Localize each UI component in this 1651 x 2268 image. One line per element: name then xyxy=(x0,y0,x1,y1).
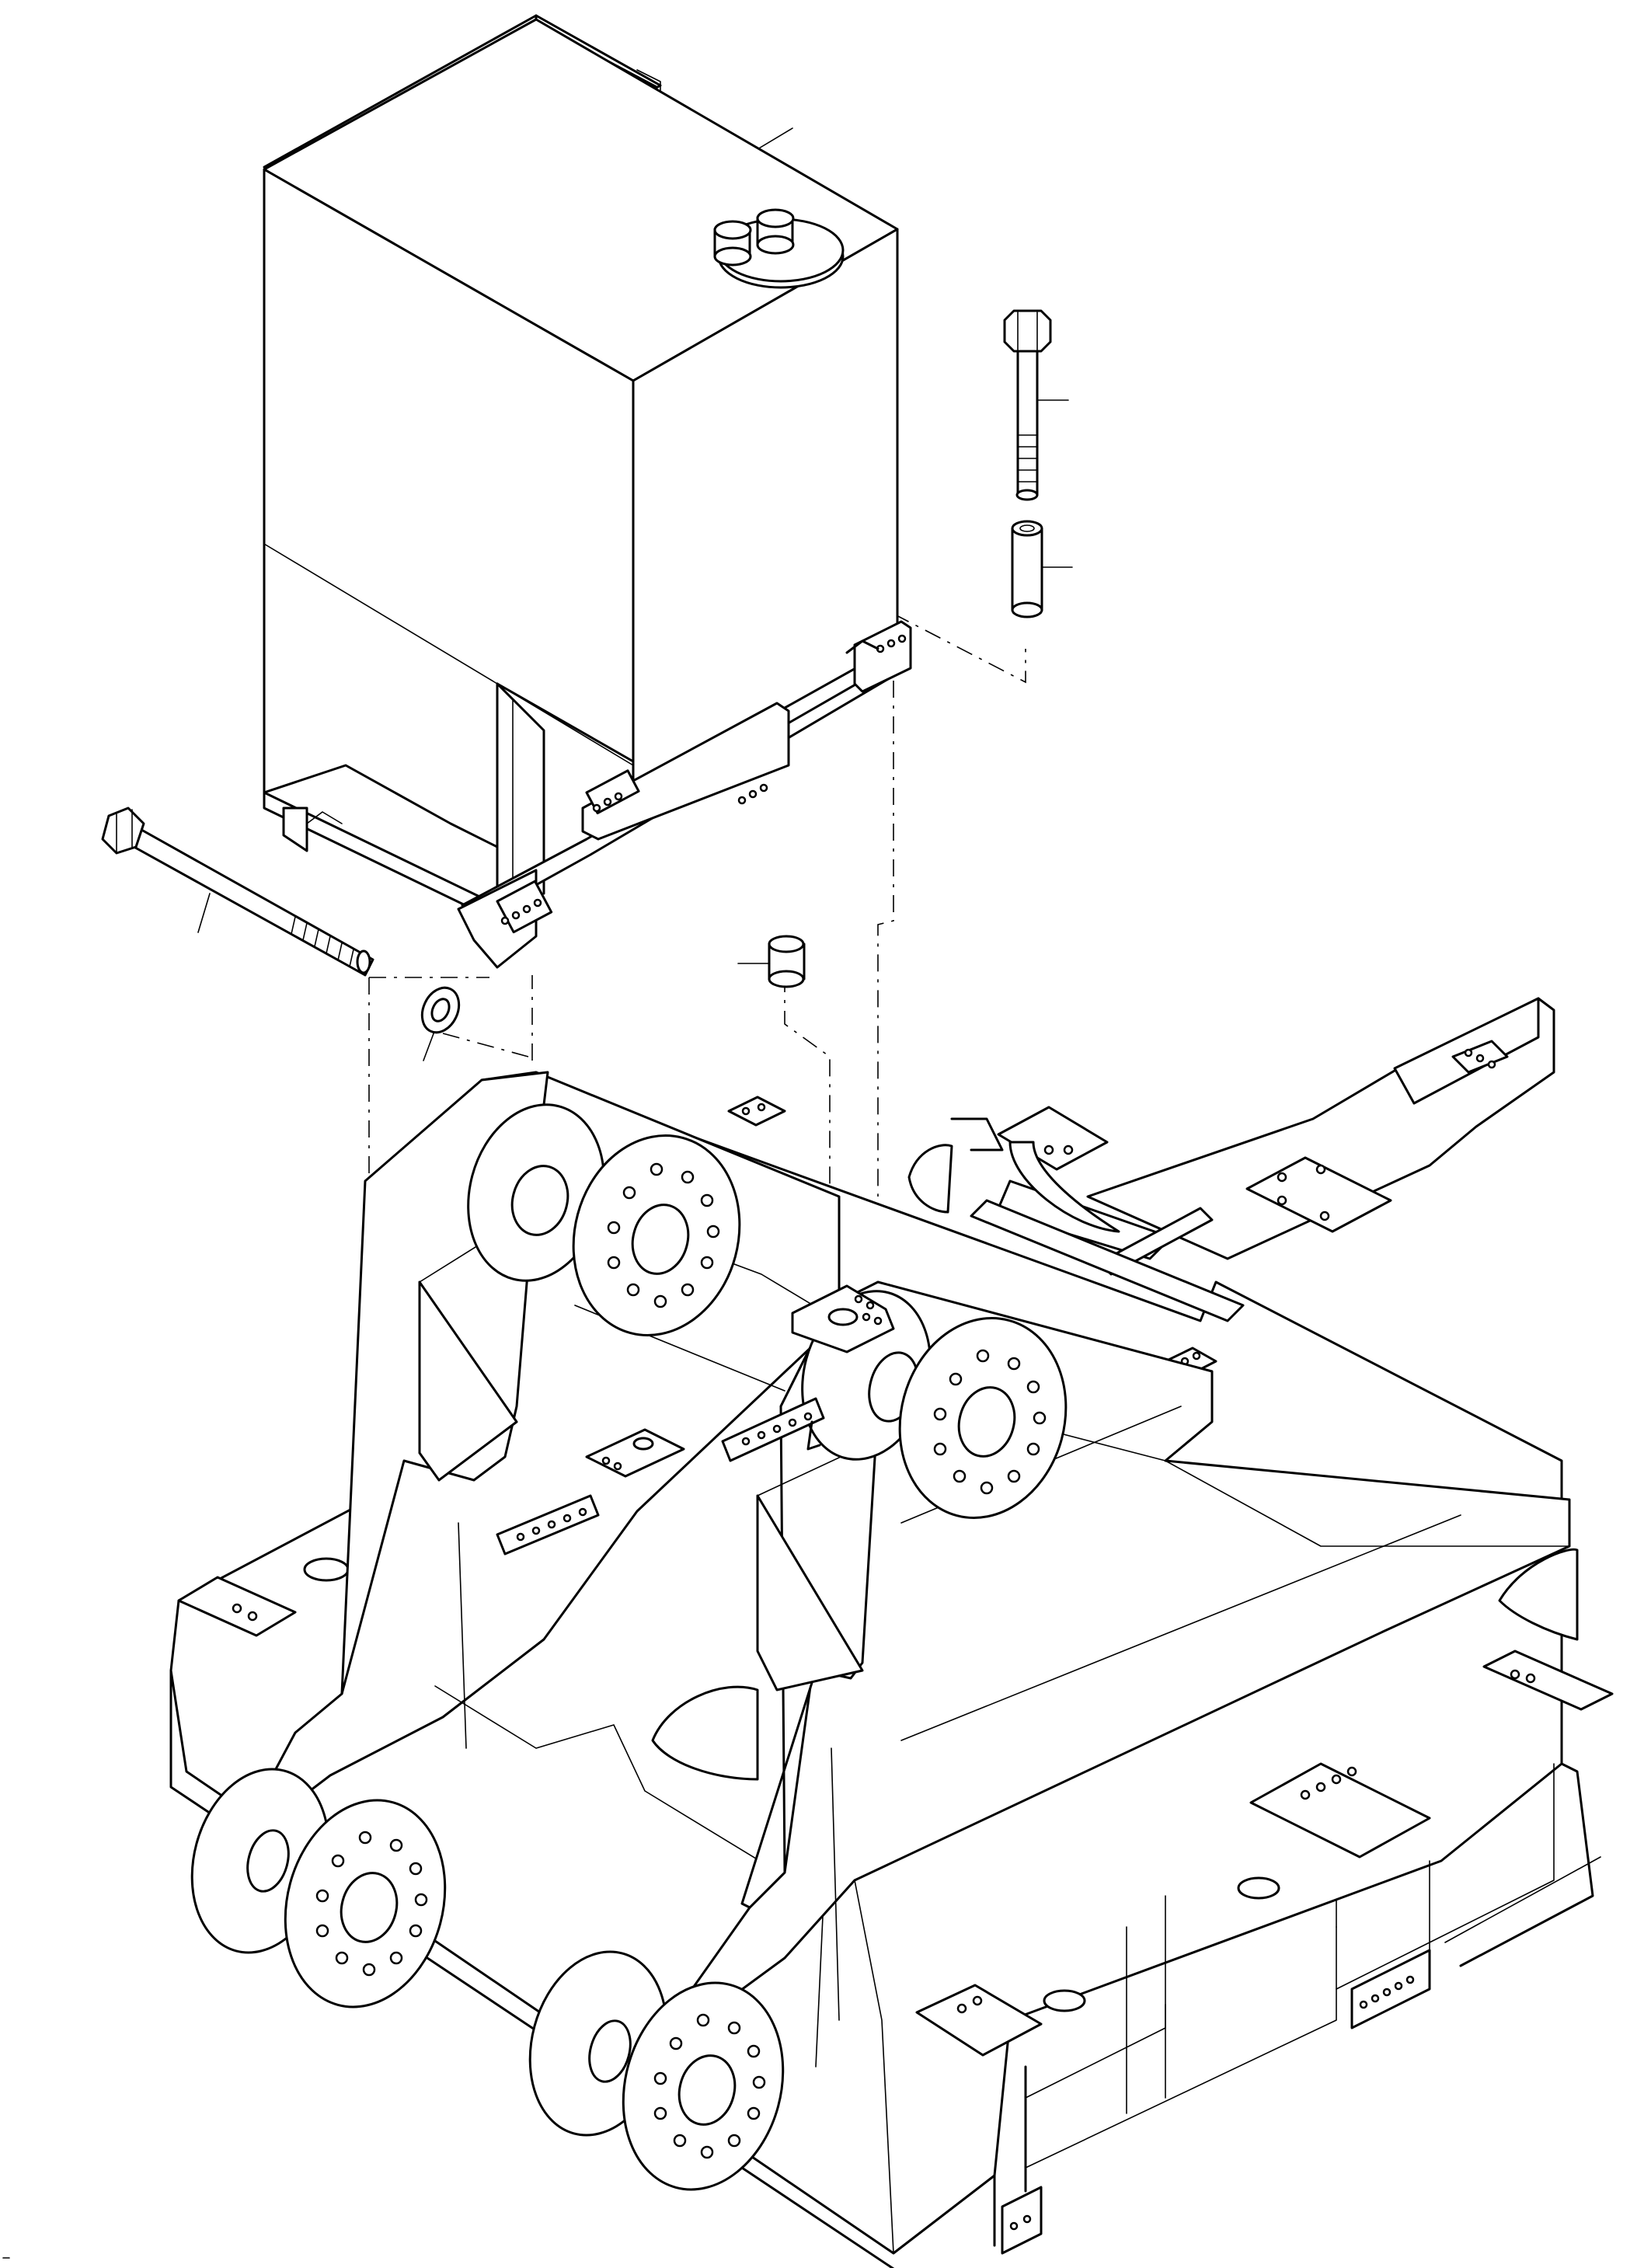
tank-mounting-rails xyxy=(457,620,912,969)
boom-pivot-right-upper xyxy=(791,1284,1068,1519)
boom-tower-left xyxy=(190,1071,841,2068)
hydraulic-tank xyxy=(263,14,912,969)
tank-mounting-bolt xyxy=(101,807,374,977)
filler-cap xyxy=(713,208,845,289)
boom-pivot-left-upper xyxy=(467,1103,741,1336)
callout-leaders xyxy=(197,127,1073,1061)
frame-holes xyxy=(303,1548,1579,2012)
boom-pivot-right-lower xyxy=(528,1950,785,2191)
short-hex-bolt xyxy=(1003,309,1052,501)
washer xyxy=(420,986,461,1034)
deck-pads xyxy=(177,1096,1614,2057)
boom-tower-right xyxy=(528,1280,1571,2254)
assembly-centerlines xyxy=(368,613,1026,1441)
rubber-mount xyxy=(768,935,806,988)
boom-pivot-left-lower xyxy=(190,1768,447,2008)
spacer-sleeve xyxy=(1011,520,1043,618)
